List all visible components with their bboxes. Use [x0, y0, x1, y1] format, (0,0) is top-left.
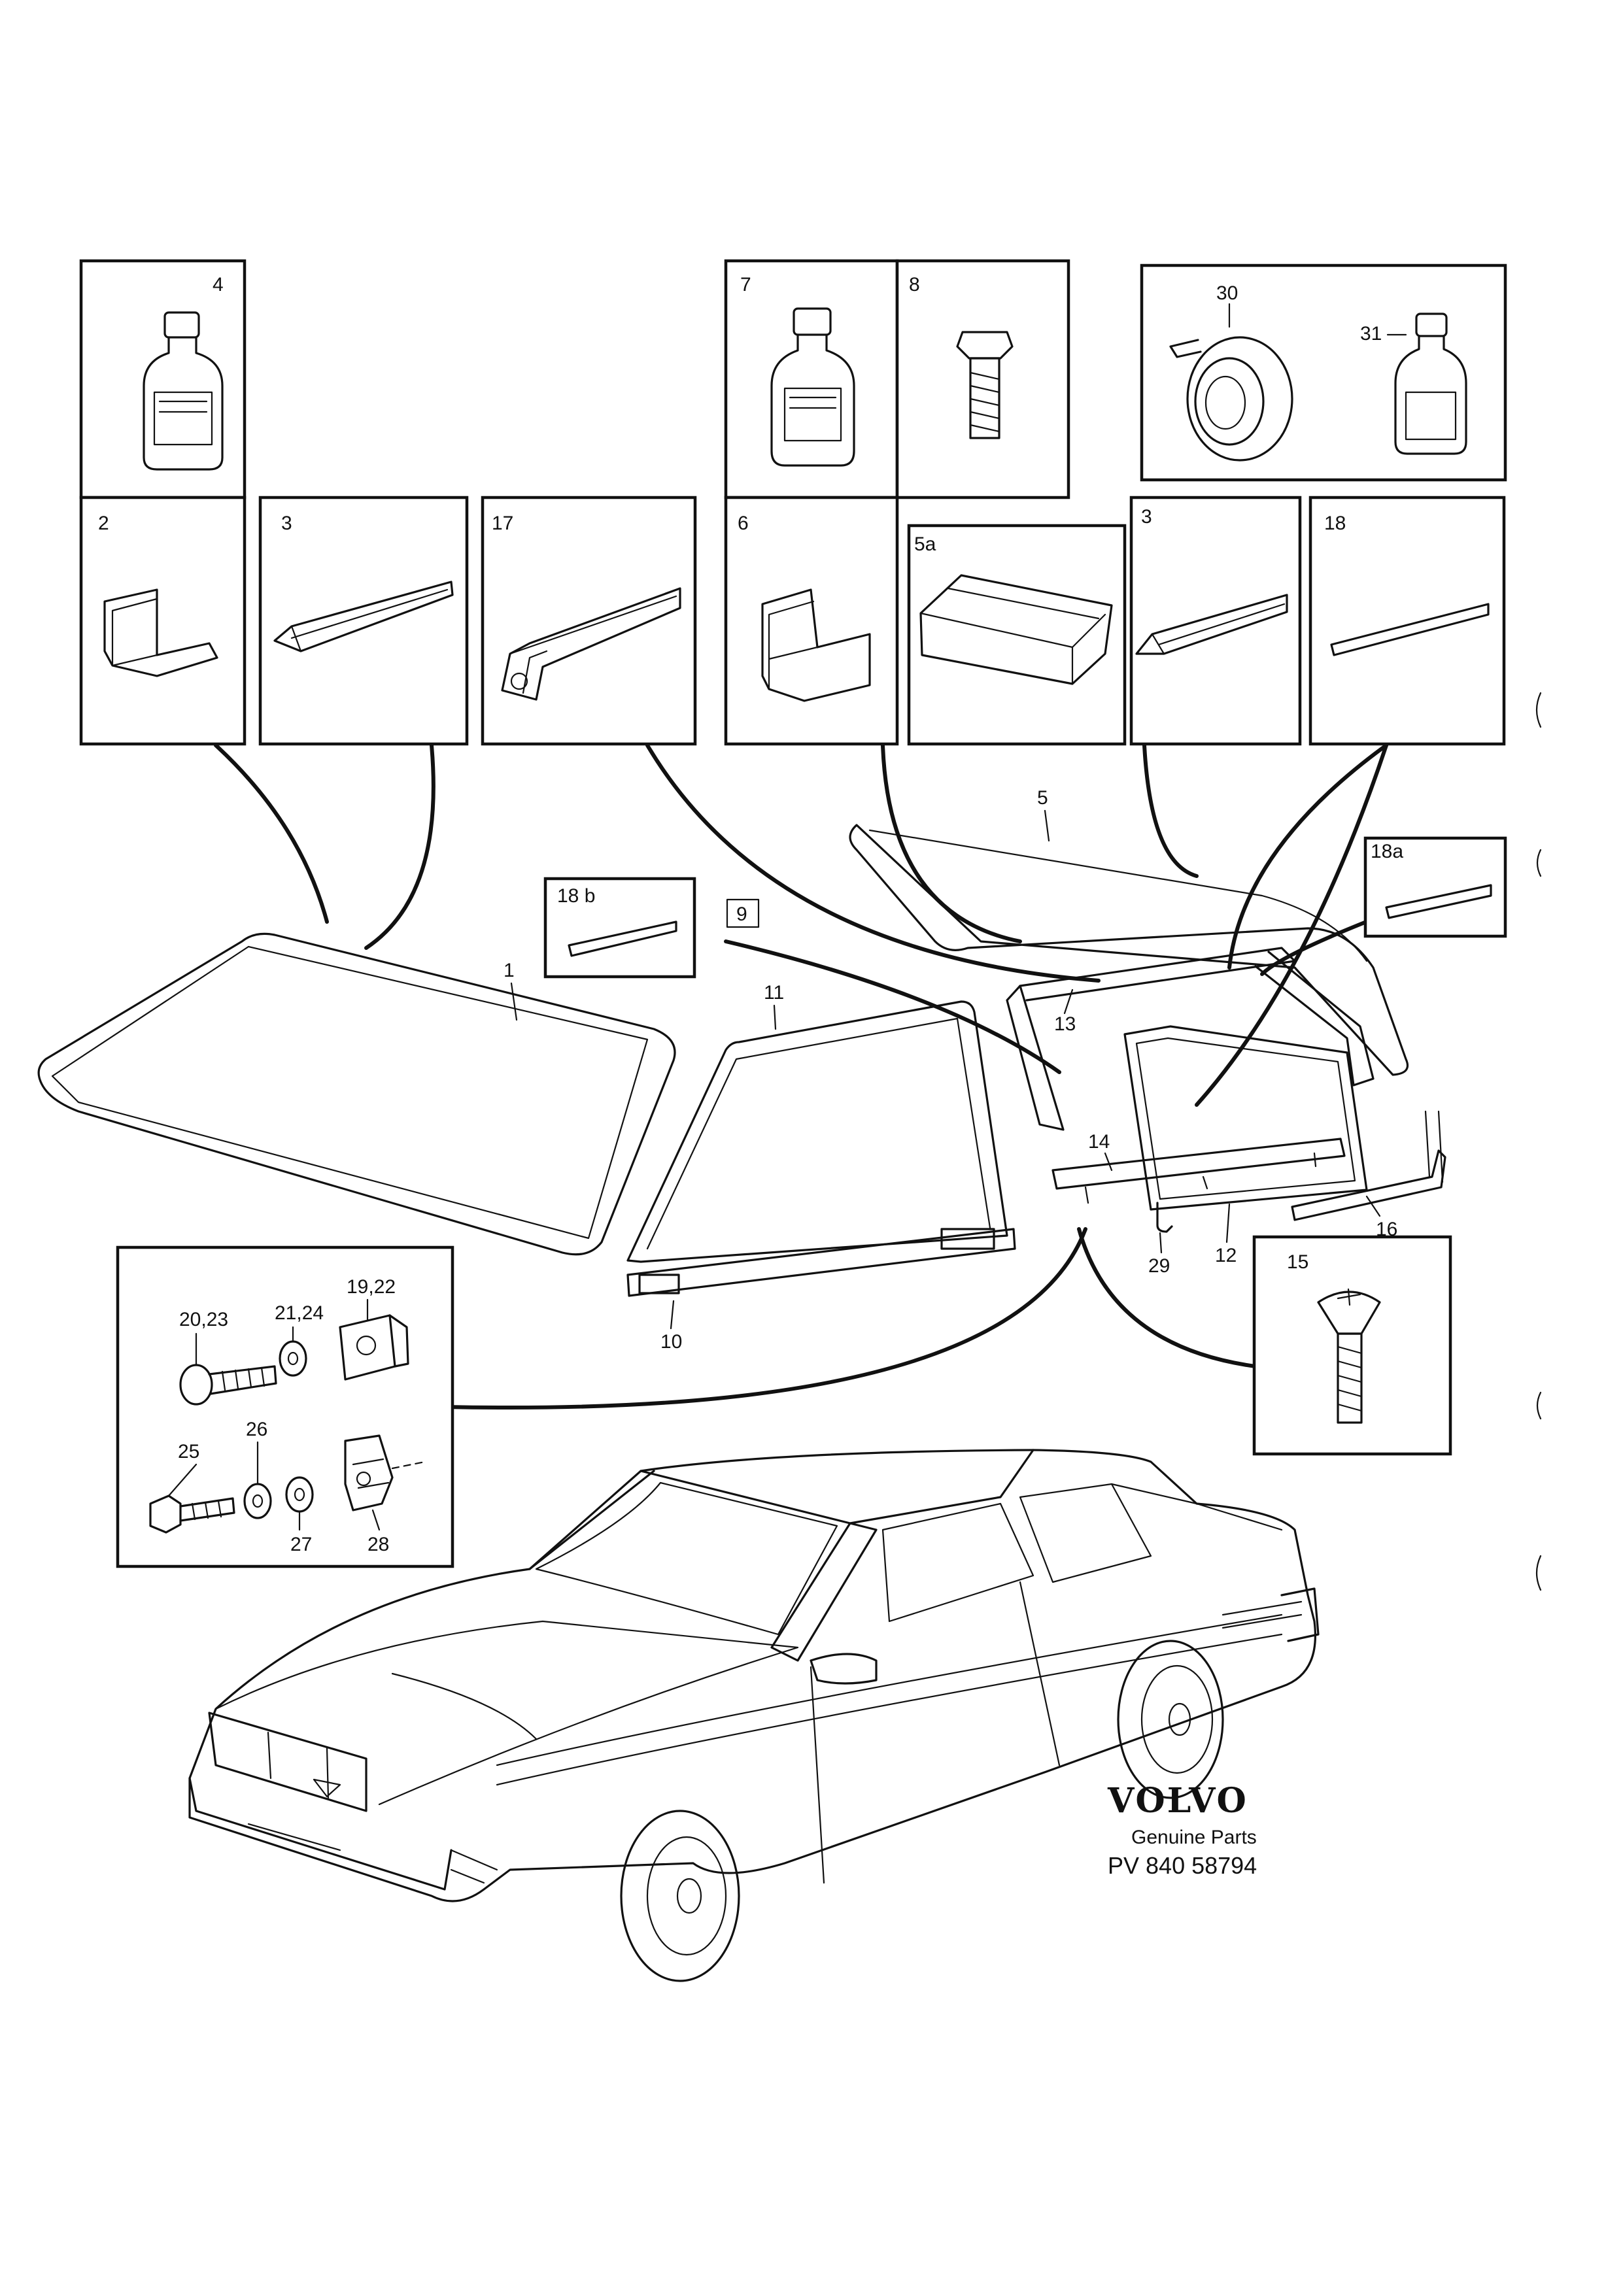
part-label-3-left: 3	[281, 513, 292, 534]
clip-29	[1156, 1202, 1173, 1233]
part-label-21-24: 21,24	[275, 1302, 324, 1324]
part-code: PV 840 58794	[1108, 1852, 1257, 1879]
part-box-3-left: 3	[258, 496, 469, 746]
part-label-14: 14	[1088, 1131, 1110, 1153]
part-label-5a: 5a	[914, 533, 936, 555]
part-box-7: 7	[724, 259, 899, 499]
glass-pane-windscreen	[37, 932, 676, 1256]
quarter-glass-12	[1123, 1025, 1368, 1211]
part-label-3-right: 3	[1141, 506, 1152, 528]
part-label-20-23: 20,23	[179, 1309, 228, 1330]
part-label-11: 11	[764, 982, 784, 1004]
part-box-18a: 18a	[1363, 836, 1507, 938]
corner-block-icon	[761, 588, 871, 702]
part-label-27: 27	[290, 1534, 312, 1555]
part-box-8: 8	[895, 259, 1070, 499]
part-label-30: 30	[1216, 282, 1238, 304]
glass-channel-14	[1051, 1138, 1346, 1204]
part-label-17: 17	[492, 513, 513, 534]
wheel-front	[620, 1810, 740, 1982]
part-box-2: 2	[79, 496, 247, 746]
part-reference-9: 9	[726, 898, 760, 928]
brand-block: VOLVO Genuine Parts PV 840 58794	[1107, 1781, 1257, 1879]
part-label-1: 1	[504, 960, 515, 981]
clip-icon	[339, 1314, 409, 1381]
wheel-rear	[1117, 1640, 1224, 1799]
part-label-2: 2	[98, 513, 109, 534]
glass-pane-door	[626, 1000, 1008, 1263]
tape-roll-icon	[1169, 336, 1293, 462]
part-label-15: 15	[1287, 1251, 1308, 1273]
part-label-13: 13	[1054, 1013, 1076, 1035]
part-label-31: 31	[1360, 323, 1382, 345]
part-box-15: 15	[1252, 1235, 1452, 1456]
bottle-icon	[143, 311, 224, 471]
part-box-30-31: 30 31	[1140, 263, 1507, 482]
quarter-glass-frame-13	[1006, 947, 1375, 1131]
brand-logo: VOLVO	[1107, 1781, 1248, 1821]
part-label-19-22: 19,22	[347, 1276, 396, 1298]
part-label-29: 29	[1148, 1255, 1170, 1277]
seal-strip-icon	[501, 587, 681, 701]
part-label-18a: 18a	[1371, 841, 1403, 862]
corner-block-icon	[103, 588, 218, 677]
glass-channel-10	[626, 1228, 1016, 1297]
part-box-5a: 5a	[907, 524, 1127, 746]
bottle-icon	[1394, 312, 1467, 455]
part-label-4: 4	[213, 274, 224, 295]
part-label-10: 10	[660, 1331, 682, 1353]
part-label-18: 18	[1324, 513, 1346, 534]
part-box-6: 6	[724, 496, 899, 746]
part-label-9: 9	[736, 903, 747, 925]
brand-subtitle: Genuine Parts	[1131, 1827, 1257, 1848]
leader-arrows	[214, 743, 1388, 1410]
screw-icon	[1317, 1288, 1381, 1424]
trim-strip-icon	[1330, 603, 1490, 656]
margin-marks	[1535, 692, 1542, 1591]
part-label-26: 26	[246, 1419, 267, 1440]
part-label-5: 5	[1037, 787, 1048, 809]
part-box-4: 4	[79, 259, 247, 499]
trim-strip-icon	[1135, 594, 1288, 655]
part-label-12: 12	[1215, 1245, 1237, 1266]
trim-strip-icon	[1385, 884, 1492, 919]
part-box-18b: 18 b	[543, 877, 696, 979]
clip-icon	[344, 1434, 394, 1511]
glass-pane-rear	[849, 824, 1409, 1076]
part-box-17: 17	[481, 496, 697, 746]
rubber-moulding-icon	[919, 574, 1113, 685]
part-label-7: 7	[740, 274, 751, 295]
part-box-fasteners: 20,23 21,24 19,22 25 26 27 28	[116, 1245, 454, 1568]
part-label-25: 25	[178, 1441, 199, 1462]
trim-strip-icon	[273, 581, 454, 652]
part-label-6: 6	[738, 513, 749, 534]
part-label-18b: 18 b	[557, 885, 595, 907]
trim-strip-16	[1291, 1110, 1446, 1221]
part-label-28: 28	[367, 1534, 389, 1555]
part-label-8: 8	[909, 274, 920, 295]
trim-strip-icon	[568, 920, 677, 957]
bolt-icon	[956, 331, 1014, 439]
bottle-icon	[770, 307, 855, 467]
part-box-18: 18	[1308, 496, 1506, 746]
car-icon	[188, 1449, 1320, 1982]
part-box-3-right: 3	[1129, 496, 1302, 746]
